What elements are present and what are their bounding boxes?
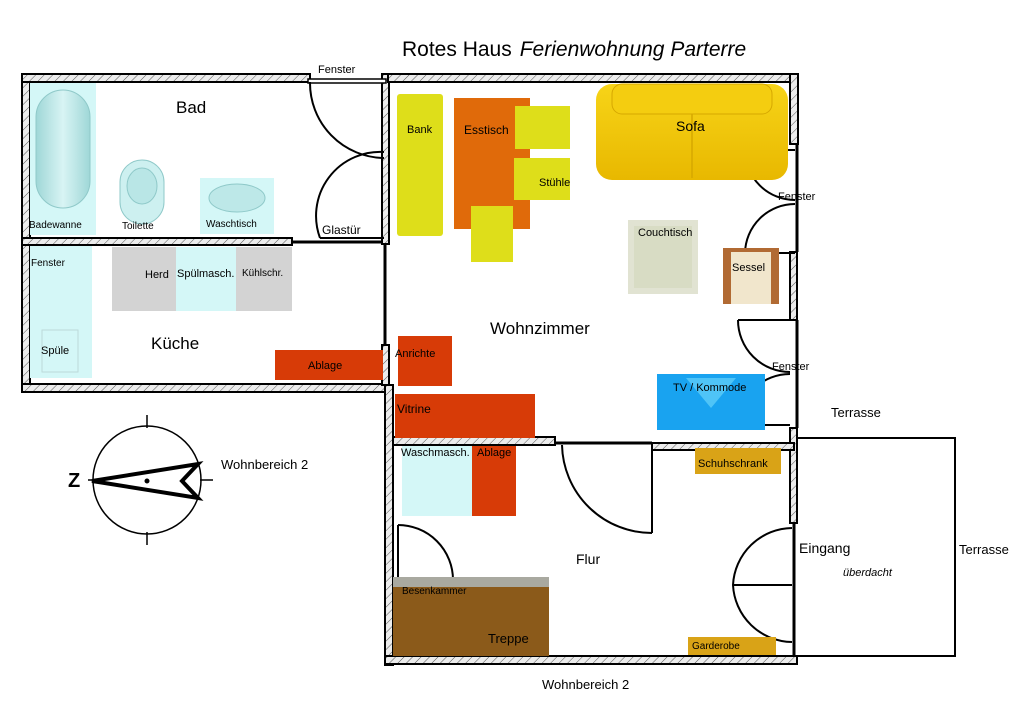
label-glastuer: Glastür [322, 223, 361, 237]
washing-machine [402, 446, 472, 516]
room-label-flur: Flur [576, 551, 601, 567]
label-esstisch: Esstisch [464, 123, 509, 137]
stove [112, 247, 176, 311]
label-fenster-bad: Fenster [318, 64, 356, 76]
stairs [393, 587, 549, 656]
label-besenkammer: Besenkammer [402, 586, 467, 597]
label-badewanne: Badewanne [29, 220, 82, 231]
label-stuehle: Stühle [539, 177, 571, 189]
tv-icon [686, 378, 736, 408]
bad-window [307, 78, 387, 84]
label-neighbor-bottom: Wohnbereich 2 [542, 677, 630, 692]
room-label-eingang: Eingang [799, 540, 851, 556]
chair-2 [514, 158, 570, 200]
room-label-kueche: Küche [151, 334, 200, 353]
chair-3 [471, 206, 513, 262]
wohnzimmer-furniture [395, 83, 788, 438]
display-cabinet [395, 394, 535, 438]
label-spuelmasch: Spülmasch. [177, 268, 235, 280]
washbasin-icon [208, 183, 266, 213]
flur-furniture [393, 446, 781, 656]
label-schuhschrank: Schuhschrank [698, 458, 768, 470]
label-sessel: Sessel [732, 262, 766, 274]
title-subtitle: Ferienwohnung Parterre [519, 38, 747, 61]
room-label-bad: Bad [176, 98, 207, 117]
shoe-cabinet [695, 448, 781, 474]
wardrobe [688, 637, 776, 655]
kitchen-counter [275, 350, 383, 380]
label-terrasse-top: Terrasse [831, 405, 881, 420]
label-treppe: Treppe [488, 631, 529, 646]
label-spuele: Spüle [41, 345, 70, 357]
label-terrasse-right: Terrasse [959, 542, 1009, 557]
label-vitrine: Vitrine [397, 402, 431, 416]
bathtub-icon [35, 89, 91, 209]
label-ablage-flur: Ablage [477, 447, 512, 459]
title-main: Rotes Haus [402, 38, 512, 61]
label-anrichte: Anrichte [395, 348, 436, 360]
label-fenster-kueche: Fenster [31, 258, 65, 269]
sideboard [398, 336, 452, 386]
label-tv-kommode: TV / Kommode [673, 382, 747, 394]
chair-1 [515, 106, 570, 149]
label-fenster-wz-2: Fenster [772, 361, 810, 373]
fridge [236, 247, 292, 311]
label-waschmasch: Waschmasch. [401, 447, 470, 459]
room-label-wohnzimmer: Wohnzimmer [490, 319, 590, 338]
label-herd: Herd [145, 269, 169, 281]
compass-north-letter: Z [68, 470, 81, 492]
label-kuehlschr: Kühlschr. [242, 268, 284, 279]
terrace-outline [797, 437, 956, 657]
label-couchtisch: Couchtisch [638, 227, 693, 239]
label-neighbor-left: Wohnbereich 2 [221, 457, 309, 472]
dishwasher [176, 247, 236, 311]
walls [21, 73, 799, 666]
flur-shelf [472, 446, 516, 516]
label-garderobe: Garderobe [692, 641, 740, 652]
plan-title: Rotes Haus Ferienwohnung Parterre [402, 38, 746, 62]
label-sofa: Sofa [676, 118, 705, 134]
broom-closet [393, 577, 549, 587]
bad-furniture [30, 83, 274, 235]
kueche-furniture [30, 246, 383, 380]
bench [397, 94, 443, 236]
label-ueberdacht: überdacht [843, 567, 892, 579]
sink-area [30, 246, 92, 378]
label-waschtisch: Waschtisch [206, 219, 257, 230]
label-bank: Bank [407, 124, 433, 136]
compass-icon [88, 415, 213, 545]
label-ablage-kueche: Ablage [308, 360, 343, 372]
label-fenster-wz-1: Fenster [778, 191, 816, 203]
label-toilette: Toilette [122, 221, 154, 232]
sink-basin [41, 329, 79, 373]
